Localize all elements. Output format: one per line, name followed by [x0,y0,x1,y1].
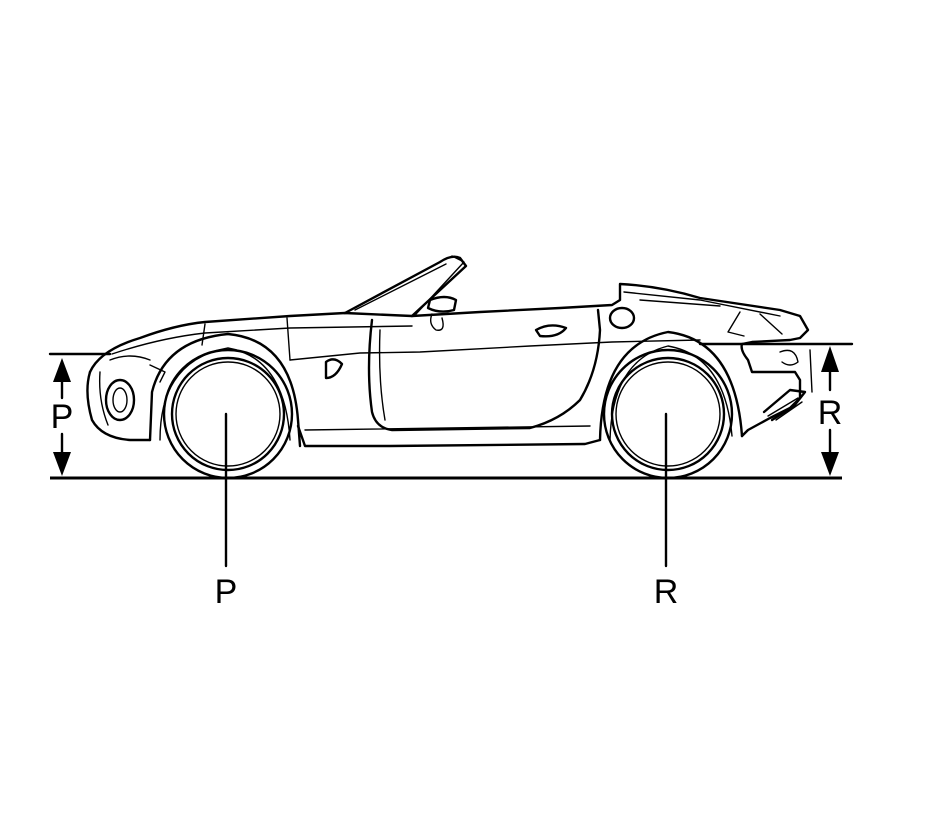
rear-wheel [602,348,734,480]
rear-height-dimension: R [818,346,843,476]
car-body [86,255,813,448]
down-arrow-icon [821,452,839,476]
reference-lines [48,342,854,480]
front-wheel [162,348,294,480]
rear-dimension-label: R [818,394,843,432]
front-dimension-label: P [51,398,74,436]
front-height-dimension: P [51,358,74,476]
down-arrow-icon [53,452,71,476]
rear-wheel-callout: R [654,412,679,611]
rear-callout-label: R [654,573,679,611]
up-arrow-icon [53,358,71,382]
up-arrow-icon [821,346,839,372]
front-callout-label: P [215,573,238,611]
front-wheel-callout: P [215,412,238,611]
